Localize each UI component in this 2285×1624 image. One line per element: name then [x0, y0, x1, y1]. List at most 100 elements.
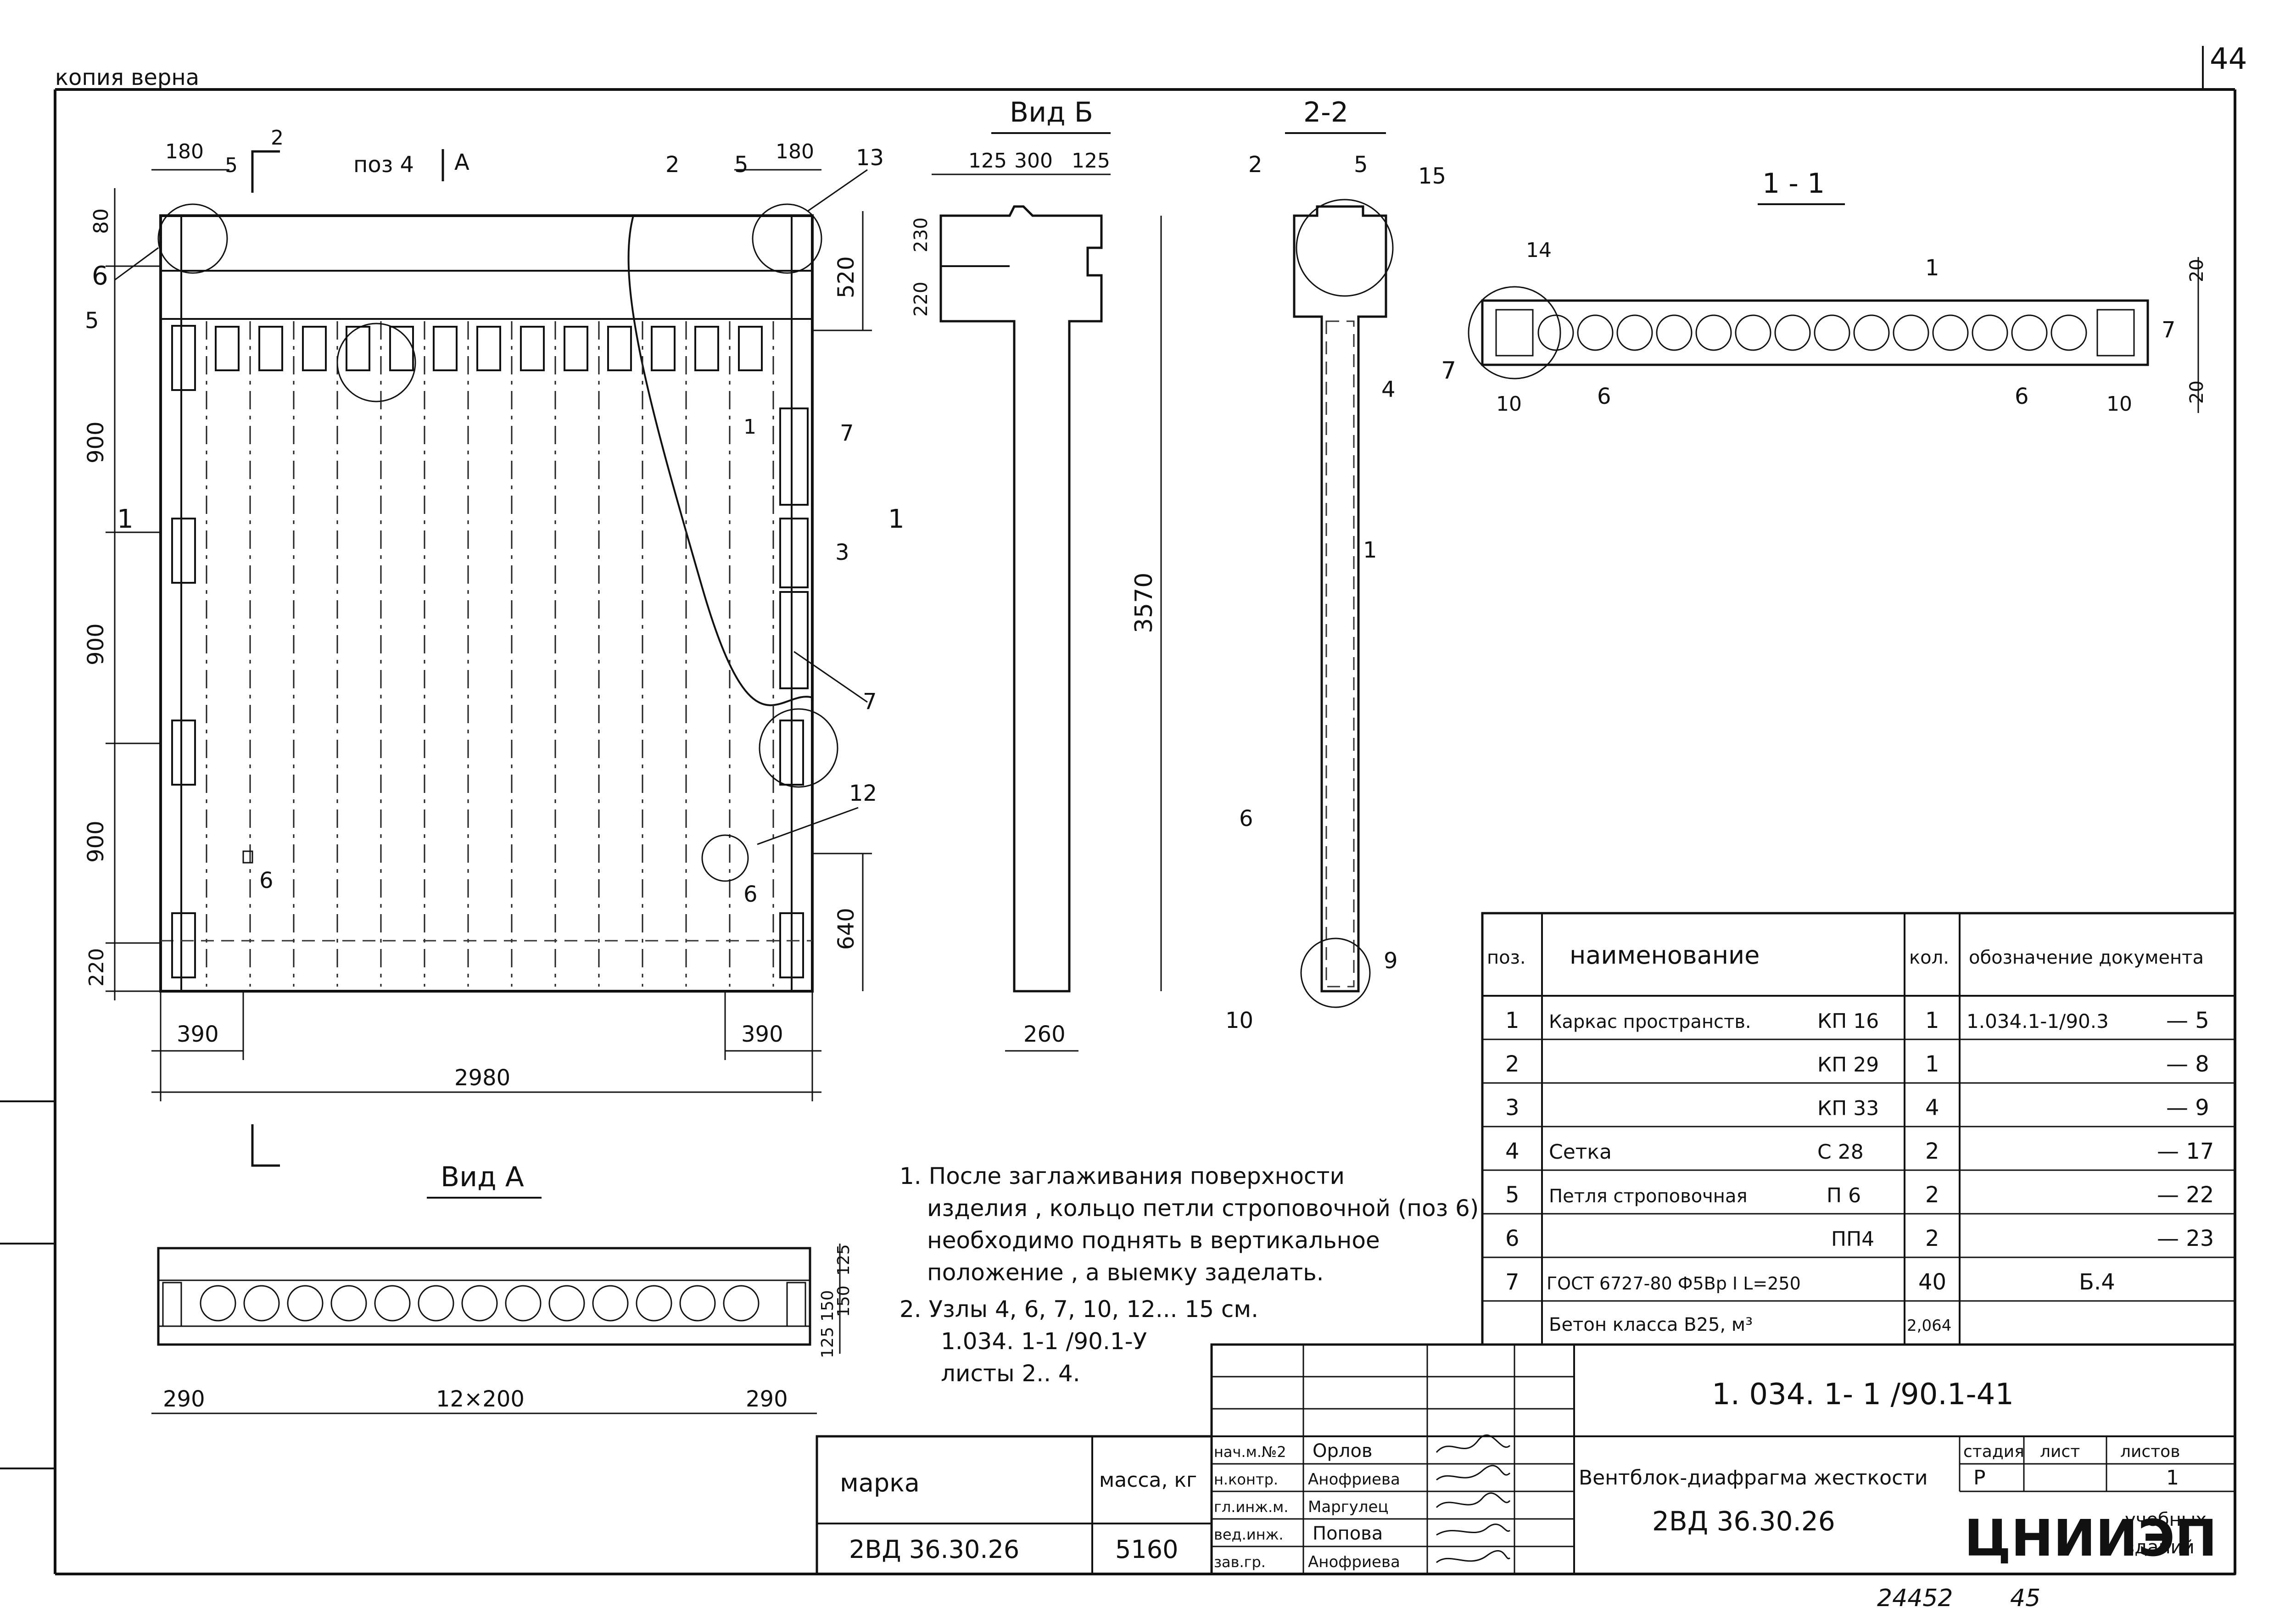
spec-row-7-name: ГОСТ 6727-80 Ф5Вр I L=250	[1547, 1273, 1801, 1294]
sheet-header: лист	[2040, 1442, 2080, 1461]
section-11-callout-6-right: 6	[2015, 384, 2029, 409]
callout-12: 12	[849, 781, 877, 806]
callout-2-main: 2	[665, 152, 680, 178]
callout-6-right: 6	[743, 882, 758, 907]
marking-header-mass: масса, кг	[1099, 1468, 1197, 1492]
section-11-callout-1: 1	[1925, 255, 1939, 281]
note-line-4: положение , а выемку заделать.	[927, 1259, 1324, 1286]
dim-2980: 2980	[454, 1065, 510, 1091]
label-pos4: поз 4	[353, 152, 414, 178]
view-b: Вид Б 125 300 125 230 220 3570 260	[911, 96, 1162, 1052]
dim-390-left: 390	[177, 1021, 219, 1047]
spec-header-pos: поз.	[1487, 947, 1526, 968]
section-11-title: 1 - 1	[1762, 167, 1825, 200]
spec-row-2-code: КП 29	[1817, 1053, 1879, 1077]
section-22-callout-15: 15	[1418, 163, 1446, 189]
dim-900-c: 900	[83, 820, 109, 863]
spec-row-4-code: С 28	[1817, 1140, 1864, 1164]
spec-row-5-name: Петля строповочная	[1549, 1186, 1748, 1207]
stage-header: стадия	[1963, 1442, 2024, 1461]
spec-row-4-sheet: — 17	[2157, 1138, 2214, 1164]
spec-row-7-doc: Б.4	[2079, 1269, 2115, 1295]
section-22-callout-9: 9	[1384, 948, 1398, 974]
view-b-dim-125-left: 125	[968, 149, 1007, 173]
spec-row-3-qty: 4	[1925, 1095, 1939, 1121]
section-22-callout-1: 1	[1363, 537, 1377, 563]
spec-row-1-name: Каркас пространств.	[1549, 1011, 1751, 1032]
hidden-lines	[161, 321, 812, 987]
spec-row-1-pos: 1	[1505, 1008, 1520, 1033]
cut-mark-1-right: 1	[888, 504, 905, 534]
marking-table: марка масса, кг 2ВД 36.30.26 5160	[816, 1435, 1213, 1575]
callout-7-upper: 7	[840, 420, 854, 446]
signer-1-name: Орлов	[1313, 1440, 1373, 1462]
page-number: 45	[2010, 1585, 2040, 1612]
spec-row-8-name: Бетон класса В25, м³	[1549, 1314, 1753, 1335]
cut-mark-5: 5	[85, 308, 99, 334]
copy-note: копия верна	[55, 65, 199, 90]
spec-row-1-doc: 1.034.1-1/90.3	[1967, 1010, 2109, 1032]
spec-row-7-pos: 7	[1505, 1269, 1520, 1295]
spec-row-2-sheet: — 8	[2166, 1051, 2209, 1077]
signature-marks	[1436, 1434, 1511, 1563]
view-a-dim-150-top: 150	[834, 1285, 853, 1317]
callout-7-lower: 7	[863, 689, 877, 714]
view-a-title: Вид А	[441, 1161, 524, 1193]
marking-row-mark: 2ВД 36.30.26	[849, 1535, 1019, 1564]
sheet-number: 44	[2210, 42, 2247, 76]
spec-header-name: наименование	[1570, 941, 1760, 970]
section-11-dim-10-right: 10	[2106, 392, 2132, 416]
view-b-title: Вид Б	[1010, 96, 1093, 128]
dim-180-right: 180	[776, 140, 814, 163]
main-view: 80 900 900 900 220 520 640 390 390 2980 …	[83, 126, 905, 1167]
callout-5-top-left: 5	[225, 154, 238, 177]
view-a-channels	[200, 1285, 760, 1322]
notes: 1. После заглаживания поверхности издели…	[899, 1163, 1479, 1387]
spec-row-3-pos: 3	[1505, 1095, 1520, 1121]
view-a-dim-125-top: 125	[834, 1244, 853, 1276]
note-line-6: 1.034. 1-1 /90.1-У	[941, 1328, 1147, 1355]
spec-header-qty: кол.	[1909, 947, 1949, 968]
view-b-dim-260: 260	[1023, 1021, 1066, 1047]
note-line-1: 1. После заглаживания поверхности	[899, 1163, 1345, 1189]
section-22-callout-10: 10	[1225, 1008, 1253, 1033]
spec-row-4-qty: 2	[1925, 1138, 1939, 1164]
org-sub-1: учебных	[2125, 1509, 2207, 1530]
spec-row-5-qty: 2	[1925, 1182, 1939, 1208]
dim-520: 520	[833, 256, 859, 298]
signer-2-role: н.контр.	[1214, 1471, 1278, 1488]
spec-row-2-pos: 2	[1505, 1051, 1520, 1077]
view-a-dim-12x200: 12×200	[436, 1386, 525, 1412]
note-line-2: изделия , кольцо петли строповочной (поз…	[927, 1195, 1479, 1222]
spec-row-1-code: КП 16	[1817, 1010, 1879, 1033]
view-a-dim-150-bottom: 150	[818, 1290, 837, 1322]
view-a: Вид А 125 150 125 150 290 12×200	[151, 1161, 853, 1414]
sheets-value: 1	[2166, 1466, 2179, 1490]
signer-4-role: вед.инж.	[1214, 1526, 1284, 1543]
view-b-dim-3570: 3570	[1130, 573, 1158, 633]
callout-13: 13	[856, 145, 884, 171]
spec-row-1-qty: 1	[1925, 1008, 1939, 1033]
signer-4-name: Попова	[1313, 1523, 1383, 1544]
signer-2-name: Анофриева	[1308, 1470, 1400, 1489]
marking-row-mass: 5160	[1115, 1535, 1178, 1564]
view-b-dim-220: 220	[911, 282, 932, 317]
view-mark-a: А	[454, 150, 469, 175]
signer-5-role: зав.гр.	[1214, 1553, 1266, 1571]
note-line-3: необходимо поднять в вертикальное	[927, 1227, 1380, 1254]
title-block: 1. 034. 1- 1 /90.1-41 Вентблок-диафрагма…	[1210, 1343, 2236, 1575]
dim-900-a: 900	[83, 421, 109, 463]
note-line-7: листы 2.. 4.	[941, 1360, 1080, 1387]
spec-row-3-code: КП 33	[1817, 1097, 1879, 1120]
dim-640: 640	[833, 908, 859, 950]
section-11-callout-6-left: 6	[1597, 384, 1611, 409]
org-name: ЦНИИЭП	[1964, 1509, 2217, 1568]
product-mark: 2ВД 36.30.26	[1652, 1506, 1835, 1537]
view-a-dim-290-right: 290	[746, 1386, 788, 1412]
spec-row-6-sheet: — 23	[2157, 1226, 2214, 1251]
view-b-dim-230: 230	[911, 218, 932, 252]
spec-row-2-qty: 1	[1925, 1051, 1939, 1077]
dim-80: 80	[89, 208, 113, 234]
section-22-callout-4: 4	[1381, 377, 1396, 402]
spec-row-7-qty: 40	[1918, 1269, 1946, 1295]
